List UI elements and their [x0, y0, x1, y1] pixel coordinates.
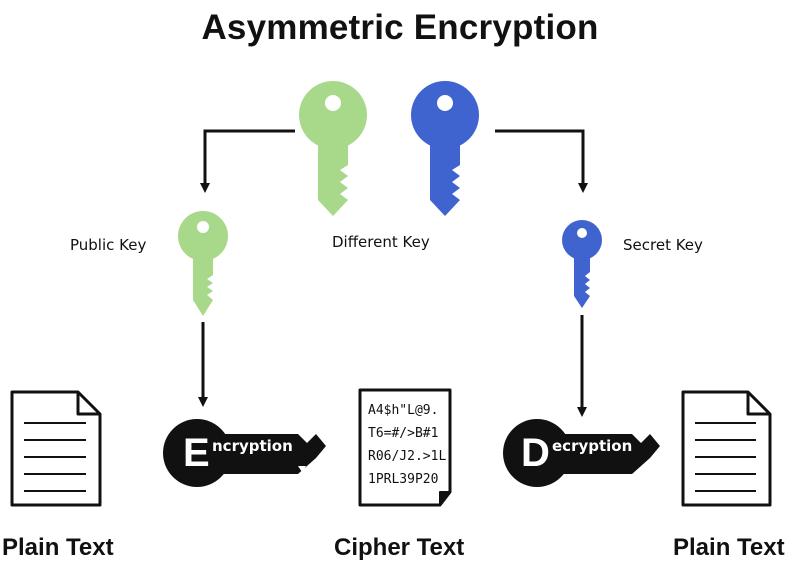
different-key-label: Different Key	[332, 233, 430, 251]
decryption-label: ecryption	[552, 437, 633, 455]
encryption-label: ncryption	[212, 437, 293, 455]
decryption-key-icon	[503, 419, 660, 487]
plain-text-right-document-icon	[681, 390, 772, 507]
arrow-to-public-key	[200, 129, 295, 193]
cipher-text-document-icon	[358, 388, 452, 507]
encryption-key-icon	[163, 419, 326, 487]
cipher-line-2: T6=#/>B#1	[368, 426, 439, 441]
arrow-to-secret-key	[495, 129, 588, 193]
encryption-initial: E	[183, 431, 210, 475]
public-key-icon	[178, 211, 228, 316]
plain-text-right-label: Plain Text	[673, 534, 785, 561]
large-public-key-icon	[299, 81, 367, 216]
secret-key-icon	[562, 220, 602, 308]
plain-text-left-document-icon	[10, 390, 102, 507]
cipher-text-label: Cipher Text	[334, 534, 465, 561]
secret-key-label: Secret Key	[623, 236, 703, 254]
cipher-line-4: 1PRL39P20	[368, 472, 439, 487]
public-key-label: Public Key	[70, 236, 147, 254]
large-secret-key-icon	[411, 81, 479, 216]
plain-text-left-label: Plain Text	[2, 534, 114, 561]
cipher-line-1: A4$h"L@9.	[368, 403, 439, 418]
cipher-line-3: R06/J2.>1L	[368, 449, 447, 464]
diagram-title: Asymmetric Encryption	[201, 8, 599, 47]
decryption-initial: D	[521, 431, 550, 475]
